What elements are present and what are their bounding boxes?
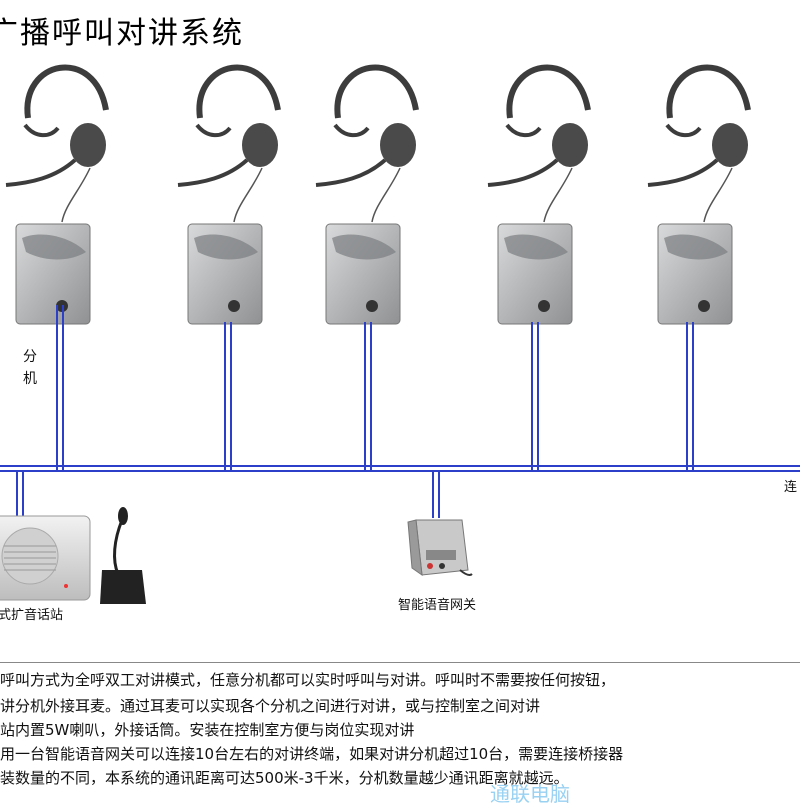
extension-wire [224,322,232,470]
extension-wire [364,322,372,470]
gateway-wire [432,470,440,518]
extension-label: 分机 [23,349,37,387]
extension-3 [315,64,419,470]
trunk-label: 连 [784,480,798,495]
headset-icon [315,64,419,223]
intercom-unit [15,223,91,325]
extension-4 [487,64,591,470]
watermark: 通联电脑 [490,782,570,806]
description-line: 用一台智能语音网关可以连接10台左右的对讲终端，如果对讲分机超过10台，需要连接… [0,745,624,763]
page-title: 广播呼叫对讲系统 [0,16,244,51]
extension-5 [647,64,751,470]
intercom-unit [187,223,263,325]
voice-gateway [407,519,473,577]
headset-icon [177,64,281,223]
diagram-canvas [0,64,800,604]
intercom-unit [325,223,401,325]
extension-wire [56,305,64,470]
speaker-station-label: 式扩音话站 [0,608,64,623]
main-bus-wire [0,465,800,472]
description-line: 站内置5W喇叭，外接话筒。安装在控制室方便与岗位实现对讲 [0,721,415,739]
extension-1 [5,64,109,470]
extension-2 [177,64,281,470]
description-line: 讲分机外接耳麦。通过耳麦可以实现各个分机之间进行对讲，或与控制室之间对讲 [0,697,541,715]
headset-icon [647,64,751,223]
intercom-unit [657,223,733,325]
microphone-icon [100,507,146,604]
description-line: 呼叫方式为全呼双工对讲模式，任意分机都可以实时呼叫与对讲。呼叫时不需要按任何按钮… [0,671,616,689]
headset-icon [5,64,109,223]
speaker-grille-icon [4,545,56,571]
speaker-station-wire [16,470,24,520]
extension-wire [686,322,694,470]
gateway-label: 智能语音网关 [398,598,477,613]
description-block: 呼叫方式为全呼双工对讲模式，任意分机都可以实时呼叫与对讲。呼叫时不需要按任何按钮… [0,662,800,801]
intercom-unit [497,223,573,325]
headset-icon [487,64,591,223]
extension-wire [531,322,539,470]
speaker-station [0,515,91,601]
description-line: 装数量的不同，本系统的通讯距离可达500米-3千米，分机数量越少通讯距离就越远。 [0,769,569,787]
